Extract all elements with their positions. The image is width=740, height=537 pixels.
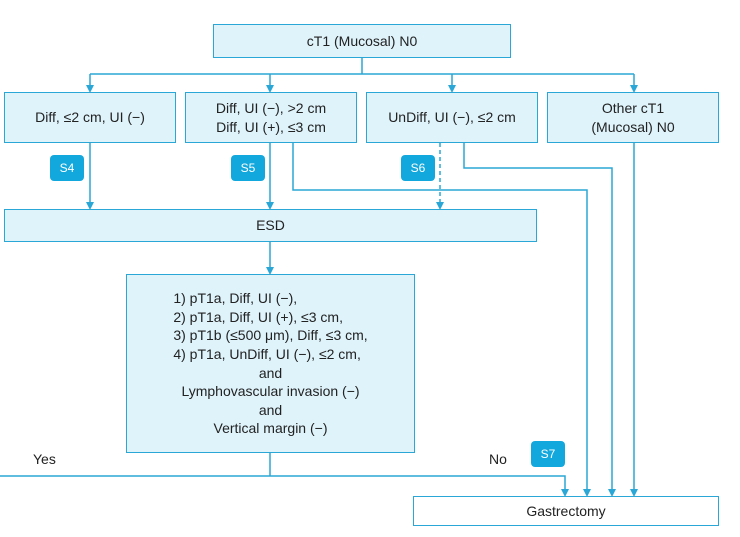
esd-label: ESD [256, 217, 285, 233]
tag-s5-label: S5 [240, 161, 256, 175]
no-label: No [489, 451, 507, 467]
esd-node: ESD [4, 209, 537, 242]
root-node: cT1 (Mucosal) N0 [213, 24, 511, 58]
criteria-item-2: 2) pT1a, Diff, UI (+), ≤3 cm, [173, 308, 343, 325]
criteria-and-2: and [258, 401, 283, 418]
branch-other-line-2: (Mucosal) N0 [591, 118, 675, 135]
branch-diff-mixed-line-1: Diff, UI (−), >2 cm [215, 99, 327, 116]
criteria-item-1: 1) pT1a, Diff, UI (−), [173, 290, 298, 307]
branch-undiff: UnDiff, UI (−), ≤2 cm [366, 92, 538, 143]
gastrectomy-node: Gastrectomy [413, 496, 719, 526]
root-label: cT1 (Mucosal) N0 [306, 32, 418, 49]
tag-s5: S5 [231, 155, 265, 181]
criteria-margin: Vertical margin (−) [213, 420, 328, 437]
branch-undiff-label: UnDiff, UI (−), ≤2 cm [388, 109, 516, 125]
criteria-and-1: and [258, 364, 283, 381]
criteria-item-4: 4) pT1a, UnDiff, UI (−), ≤2 cm, [173, 345, 361, 362]
criteria-lvi: Lymphovascular invasion (−) [181, 383, 360, 400]
tag-s6: S6 [401, 155, 435, 181]
tag-s7-label: S7 [540, 447, 556, 461]
branch-other: Other cT1 (Mucosal) N0 [547, 92, 719, 143]
branch-diff-mixed-line-2: Diff, UI (+), ≤3 cm [216, 118, 326, 135]
criteria-item-3: 3) pT1b (≤500 μm), Diff, ≤3 cm, [173, 327, 368, 344]
branch-diff-small-label: Diff, ≤2 cm, UI (−) [35, 109, 145, 125]
tag-s6-label: S6 [410, 161, 426, 175]
branch-diff-small: Diff, ≤2 cm, UI (−) [4, 92, 176, 143]
tag-s7: S7 [531, 441, 565, 467]
tag-s4: S4 [50, 155, 84, 181]
gastrectomy-label: Gastrectomy [526, 502, 606, 519]
branch-diff-mixed: Diff, UI (−), >2 cm Diff, UI (+), ≤3 cm [185, 92, 357, 143]
yes-label: Yes [33, 451, 56, 467]
criteria-node: 1) pT1a, Diff, UI (−), 2) pT1a, Diff, UI… [126, 274, 415, 453]
branch-other-line-1: Other cT1 [601, 99, 665, 116]
tag-s4-label: S4 [59, 161, 75, 175]
